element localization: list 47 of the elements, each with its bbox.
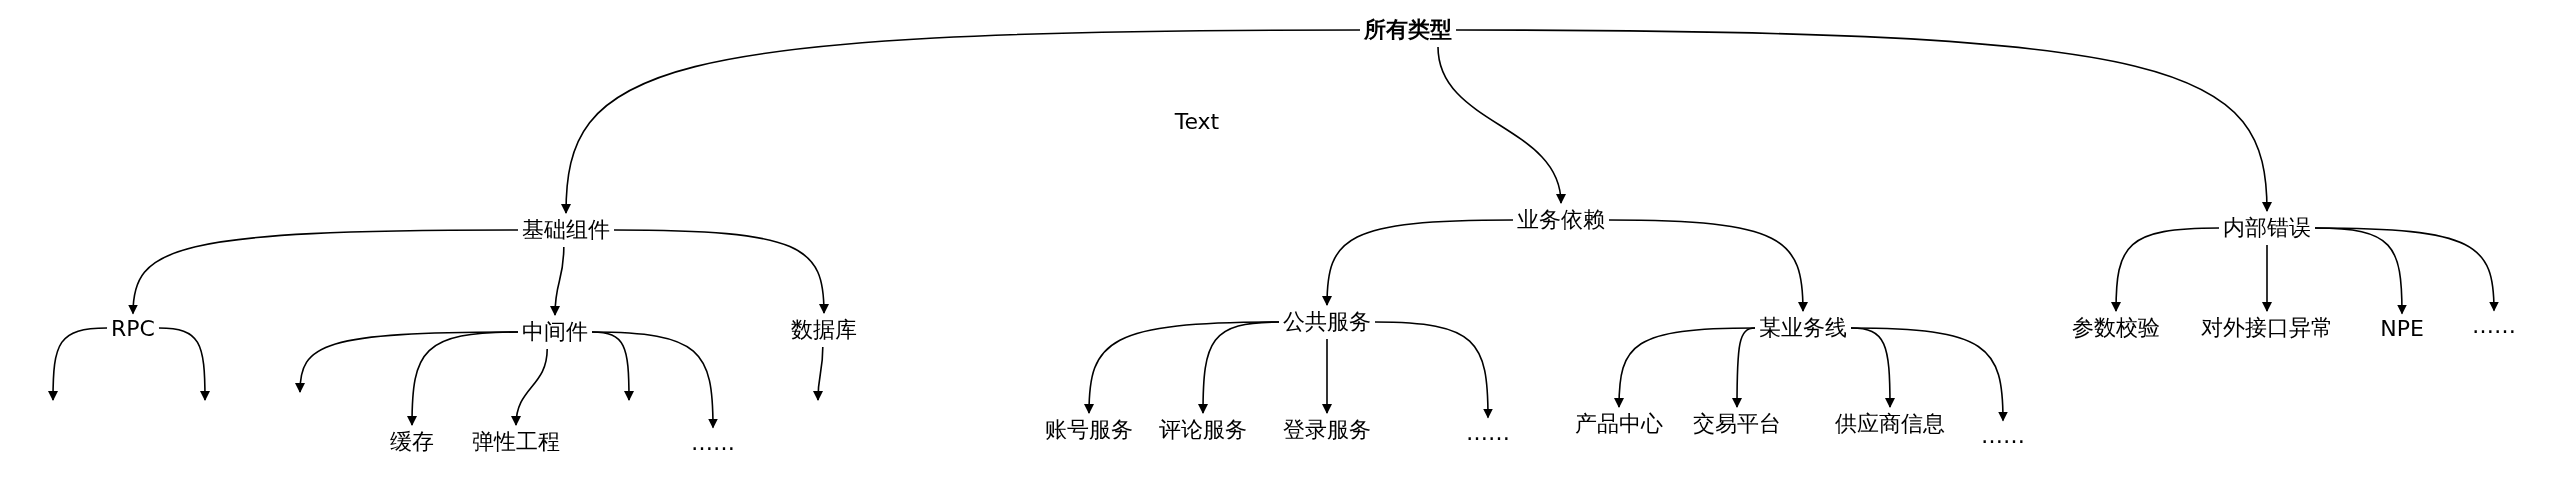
- node-label: 登录服务: [1279, 413, 1375, 447]
- arrow: [1374, 321, 1493, 419]
- arrow: [591, 331, 718, 429]
- node-label: 内部错误: [2219, 211, 2315, 245]
- node-label: 评论服务: [1155, 413, 1251, 447]
- node-label: 弹性工程: [468, 425, 564, 459]
- arrow: [1198, 321, 1280, 414]
- node-label: 某业务线: [1755, 311, 1851, 345]
- node-label: RPC: [107, 313, 159, 343]
- node-label: ……: [1977, 420, 2029, 450]
- node-label: 数据库: [787, 313, 861, 347]
- arrow: [1322, 219, 1514, 306]
- arrow: [613, 229, 829, 314]
- node-label: ……: [1462, 417, 1514, 447]
- node-label: 公共服务: [1279, 305, 1375, 339]
- node-label: ……: [687, 427, 739, 457]
- node-label: 所有类型: [1360, 13, 1456, 47]
- arrow: [813, 346, 824, 401]
- node-label: 供应商信息: [1831, 407, 1949, 441]
- arrow: [511, 348, 548, 426]
- arrow: [1608, 219, 1808, 312]
- node-label: ……: [2468, 310, 2520, 340]
- node-label: 对外接口异常: [2197, 311, 2337, 345]
- node-label: 产品中心: [1571, 407, 1667, 441]
- arrow: [1322, 338, 1332, 414]
- arrow: [407, 331, 519, 426]
- arrow: [2314, 227, 2499, 312]
- node-label: 中间件: [518, 315, 592, 349]
- arrow: [1455, 29, 2272, 212]
- arrow: [48, 327, 108, 401]
- arrow: [1732, 327, 1756, 408]
- arrow: [1437, 46, 1565, 204]
- node-label: 缓存: [386, 425, 438, 459]
- node-label: 账号服务: [1041, 413, 1137, 447]
- arrow: [550, 246, 565, 316]
- arrow: [128, 229, 519, 315]
- arrow: [2262, 244, 2272, 312]
- arrow: [1850, 327, 2008, 422]
- text-label: Text: [1174, 108, 1220, 134]
- node-label: 参数校验: [2068, 311, 2164, 345]
- arrow: [561, 29, 1361, 214]
- arrow: [158, 327, 210, 401]
- arrow: [2111, 227, 2220, 312]
- node-label: NPE: [2376, 313, 2428, 343]
- node-label: 基础组件: [518, 213, 614, 247]
- node-label: 业务依赖: [1513, 203, 1609, 237]
- node-label: 交易平台: [1689, 407, 1785, 441]
